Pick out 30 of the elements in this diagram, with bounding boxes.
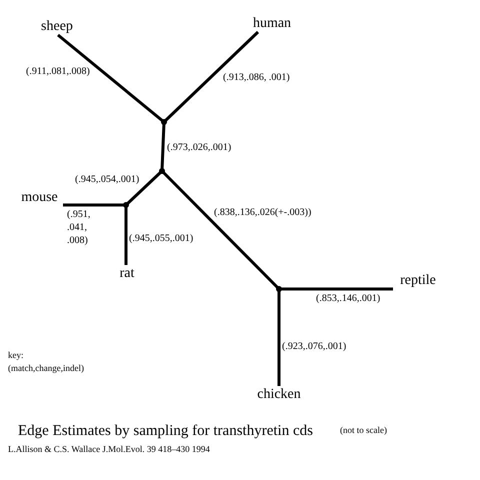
- tree-branch: [162, 30, 260, 124]
- edge-label: (.853,.146,.001): [315, 292, 382, 305]
- note-text: (not to scale): [340, 425, 387, 436]
- tree-branch: [279, 288, 393, 290]
- tree-branch: [63, 204, 126, 206]
- species-name: rat: [115, 265, 139, 283]
- edge-label: (.911,.081,.008): [25, 65, 91, 78]
- tree-branch: [57, 34, 165, 124]
- edge-label: (.945,.054,.001): [74, 173, 140, 186]
- branch-junction: [123, 202, 129, 208]
- note-text: L.Allison & C.S. Wallace J.Mol.Evol. 39 418–430 1994: [8, 444, 210, 455]
- species-name: mouse: [16, 189, 63, 206]
- tree-branch: [124, 205, 128, 265]
- note-text: key:: [8, 350, 24, 361]
- edge-label: (.913,.086, .001): [222, 71, 291, 84]
- edge-label: (.945,.055,.001): [128, 232, 194, 245]
- tree-branch: [278, 289, 280, 386]
- species-name: chicken: [250, 386, 308, 404]
- species-name: sheep: [36, 18, 78, 35]
- branch-junction: [276, 286, 282, 292]
- edge-label: (.923,.076,.001): [281, 340, 348, 353]
- species-name: reptile: [393, 272, 443, 289]
- note-text: (match,change,indel): [8, 363, 84, 374]
- edge-label: (.838,.136,.026(+-.003)): [213, 206, 312, 219]
- tree-branch: [160, 170, 280, 290]
- caption: Edge Estimates by sampling for transthyretin cds: [18, 423, 313, 440]
- edge-label: (.973,.026,.001): [166, 141, 232, 154]
- branch-junction: [159, 168, 165, 174]
- species-name: human: [249, 15, 295, 32]
- tree-branch: [124, 170, 164, 206]
